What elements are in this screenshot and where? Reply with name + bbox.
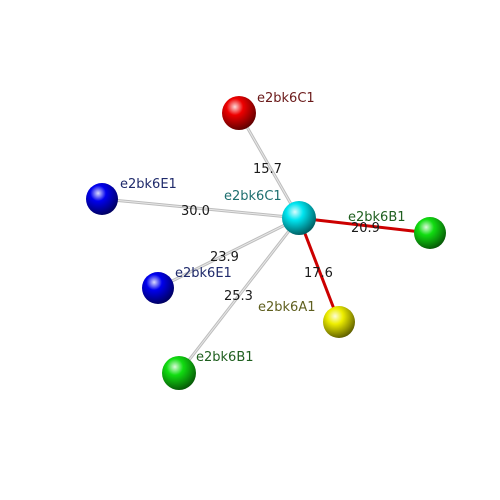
node-sphere-n3[interactable] bbox=[414, 217, 446, 249]
node-label-n3: e2bk6B1 bbox=[348, 210, 406, 225]
center-node-sphere[interactable] bbox=[282, 201, 316, 235]
edge-highlight-n6 bbox=[178, 217, 300, 374]
node-sphere-n4[interactable] bbox=[142, 272, 174, 304]
node-label-n4: e2bk6E1 bbox=[175, 266, 232, 281]
node-label-n5: e2bk6A1 bbox=[258, 300, 315, 315]
node-label-n6: e2bk6B1 bbox=[196, 350, 254, 365]
node-sphere-n5[interactable] bbox=[323, 306, 355, 338]
node-sphere-n1[interactable] bbox=[222, 96, 256, 130]
edge-n5 bbox=[297, 216, 341, 324]
edge-highlight-n1 bbox=[238, 112, 300, 219]
distance-label-n4: 23.9 bbox=[210, 250, 239, 265]
node-sphere-n2[interactable] bbox=[86, 183, 118, 215]
distance-label-n5: 17.6 bbox=[304, 266, 333, 281]
node-sphere-n6[interactable] bbox=[162, 356, 196, 390]
edge-highlight-n4 bbox=[157, 217, 300, 289]
distance-label-n3: 20.9 bbox=[351, 221, 380, 236]
center-node-label: e2bk6C1 bbox=[224, 189, 282, 204]
distance-label-n1: 15.7 bbox=[253, 162, 282, 177]
node-label-n1: e2bk6C1 bbox=[257, 91, 315, 106]
distance-label-n2: 30.0 bbox=[181, 204, 210, 219]
distance-label-n6: 25.3 bbox=[224, 289, 253, 304]
node-label-n2: e2bk6E1 bbox=[120, 177, 177, 192]
edge-highlight-n2 bbox=[101, 198, 300, 219]
edge-n3 bbox=[297, 216, 432, 235]
